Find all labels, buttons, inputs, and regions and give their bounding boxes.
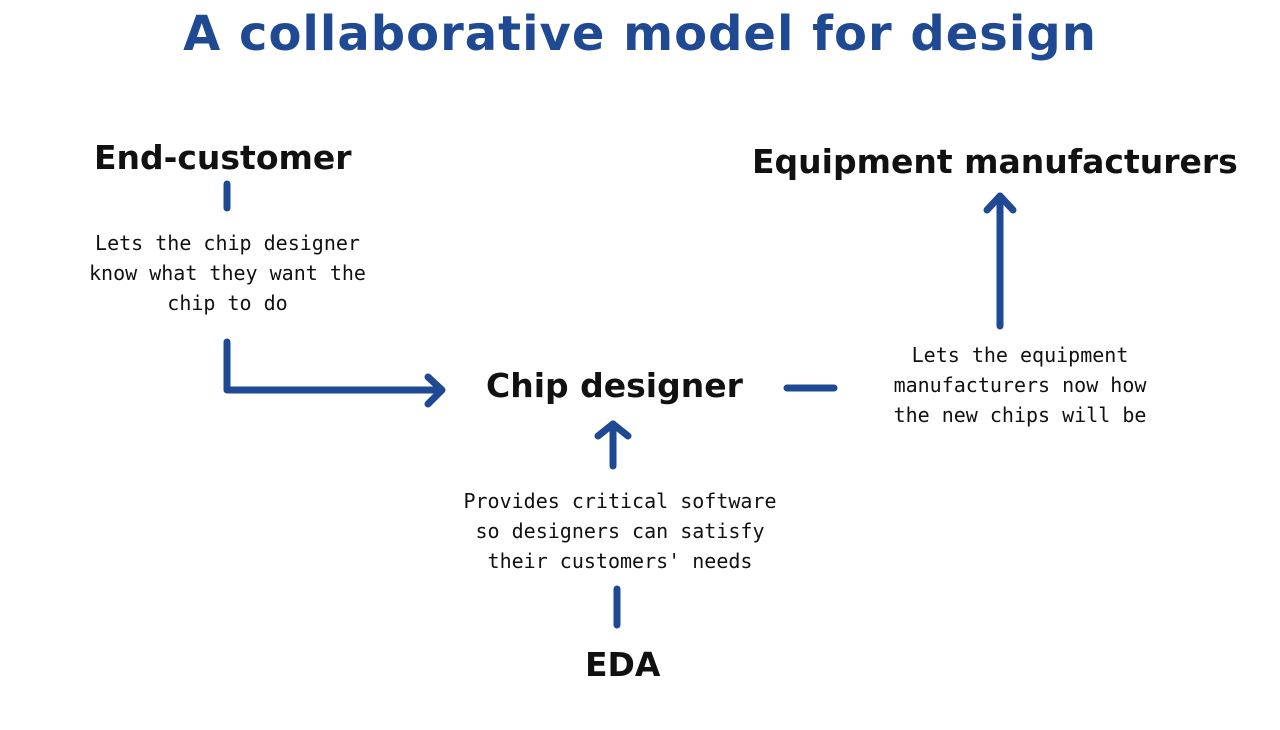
- note-to-equipment-arrowhead: [983, 192, 1017, 214]
- note-chip-designer-to-equipment: Lets the equipment manufacturers now how…: [855, 340, 1185, 430]
- diagram-title: A collaborative model for design: [183, 6, 1097, 62]
- node-end-customer: End-customer: [94, 138, 352, 177]
- note-line: Provides critical software: [463, 489, 777, 513]
- note-line: know what they want the: [89, 261, 366, 285]
- end-customer-to-chip-designer-arrow: [223, 338, 444, 394]
- note-end-customer-to-chip-designer: Lets the chip designer know what they wa…: [50, 228, 405, 318]
- note-line: manufacturers now how: [893, 373, 1147, 397]
- note-line: Lets the chip designer: [95, 231, 360, 255]
- end-customer-to-chip-designer-arrowhead: [424, 373, 446, 408]
- note-line: Lets the equipment: [911, 343, 1129, 367]
- eda-note-to-chip-designer-arrowhead: [594, 420, 632, 440]
- node-eda: EDA: [585, 645, 661, 684]
- note-eda-to-chip-designer: Provides critical software so designers …: [440, 486, 800, 576]
- note-line: their customers' needs: [487, 549, 753, 573]
- node-chip-designer: Chip designer: [486, 366, 743, 405]
- node-equipment-manufacturers: Equipment manufacturers: [752, 142, 1238, 181]
- note-line: chip to do: [167, 291, 288, 315]
- note-line: so designers can satisfy: [475, 519, 765, 543]
- note-line: the new chips will be: [893, 403, 1147, 427]
